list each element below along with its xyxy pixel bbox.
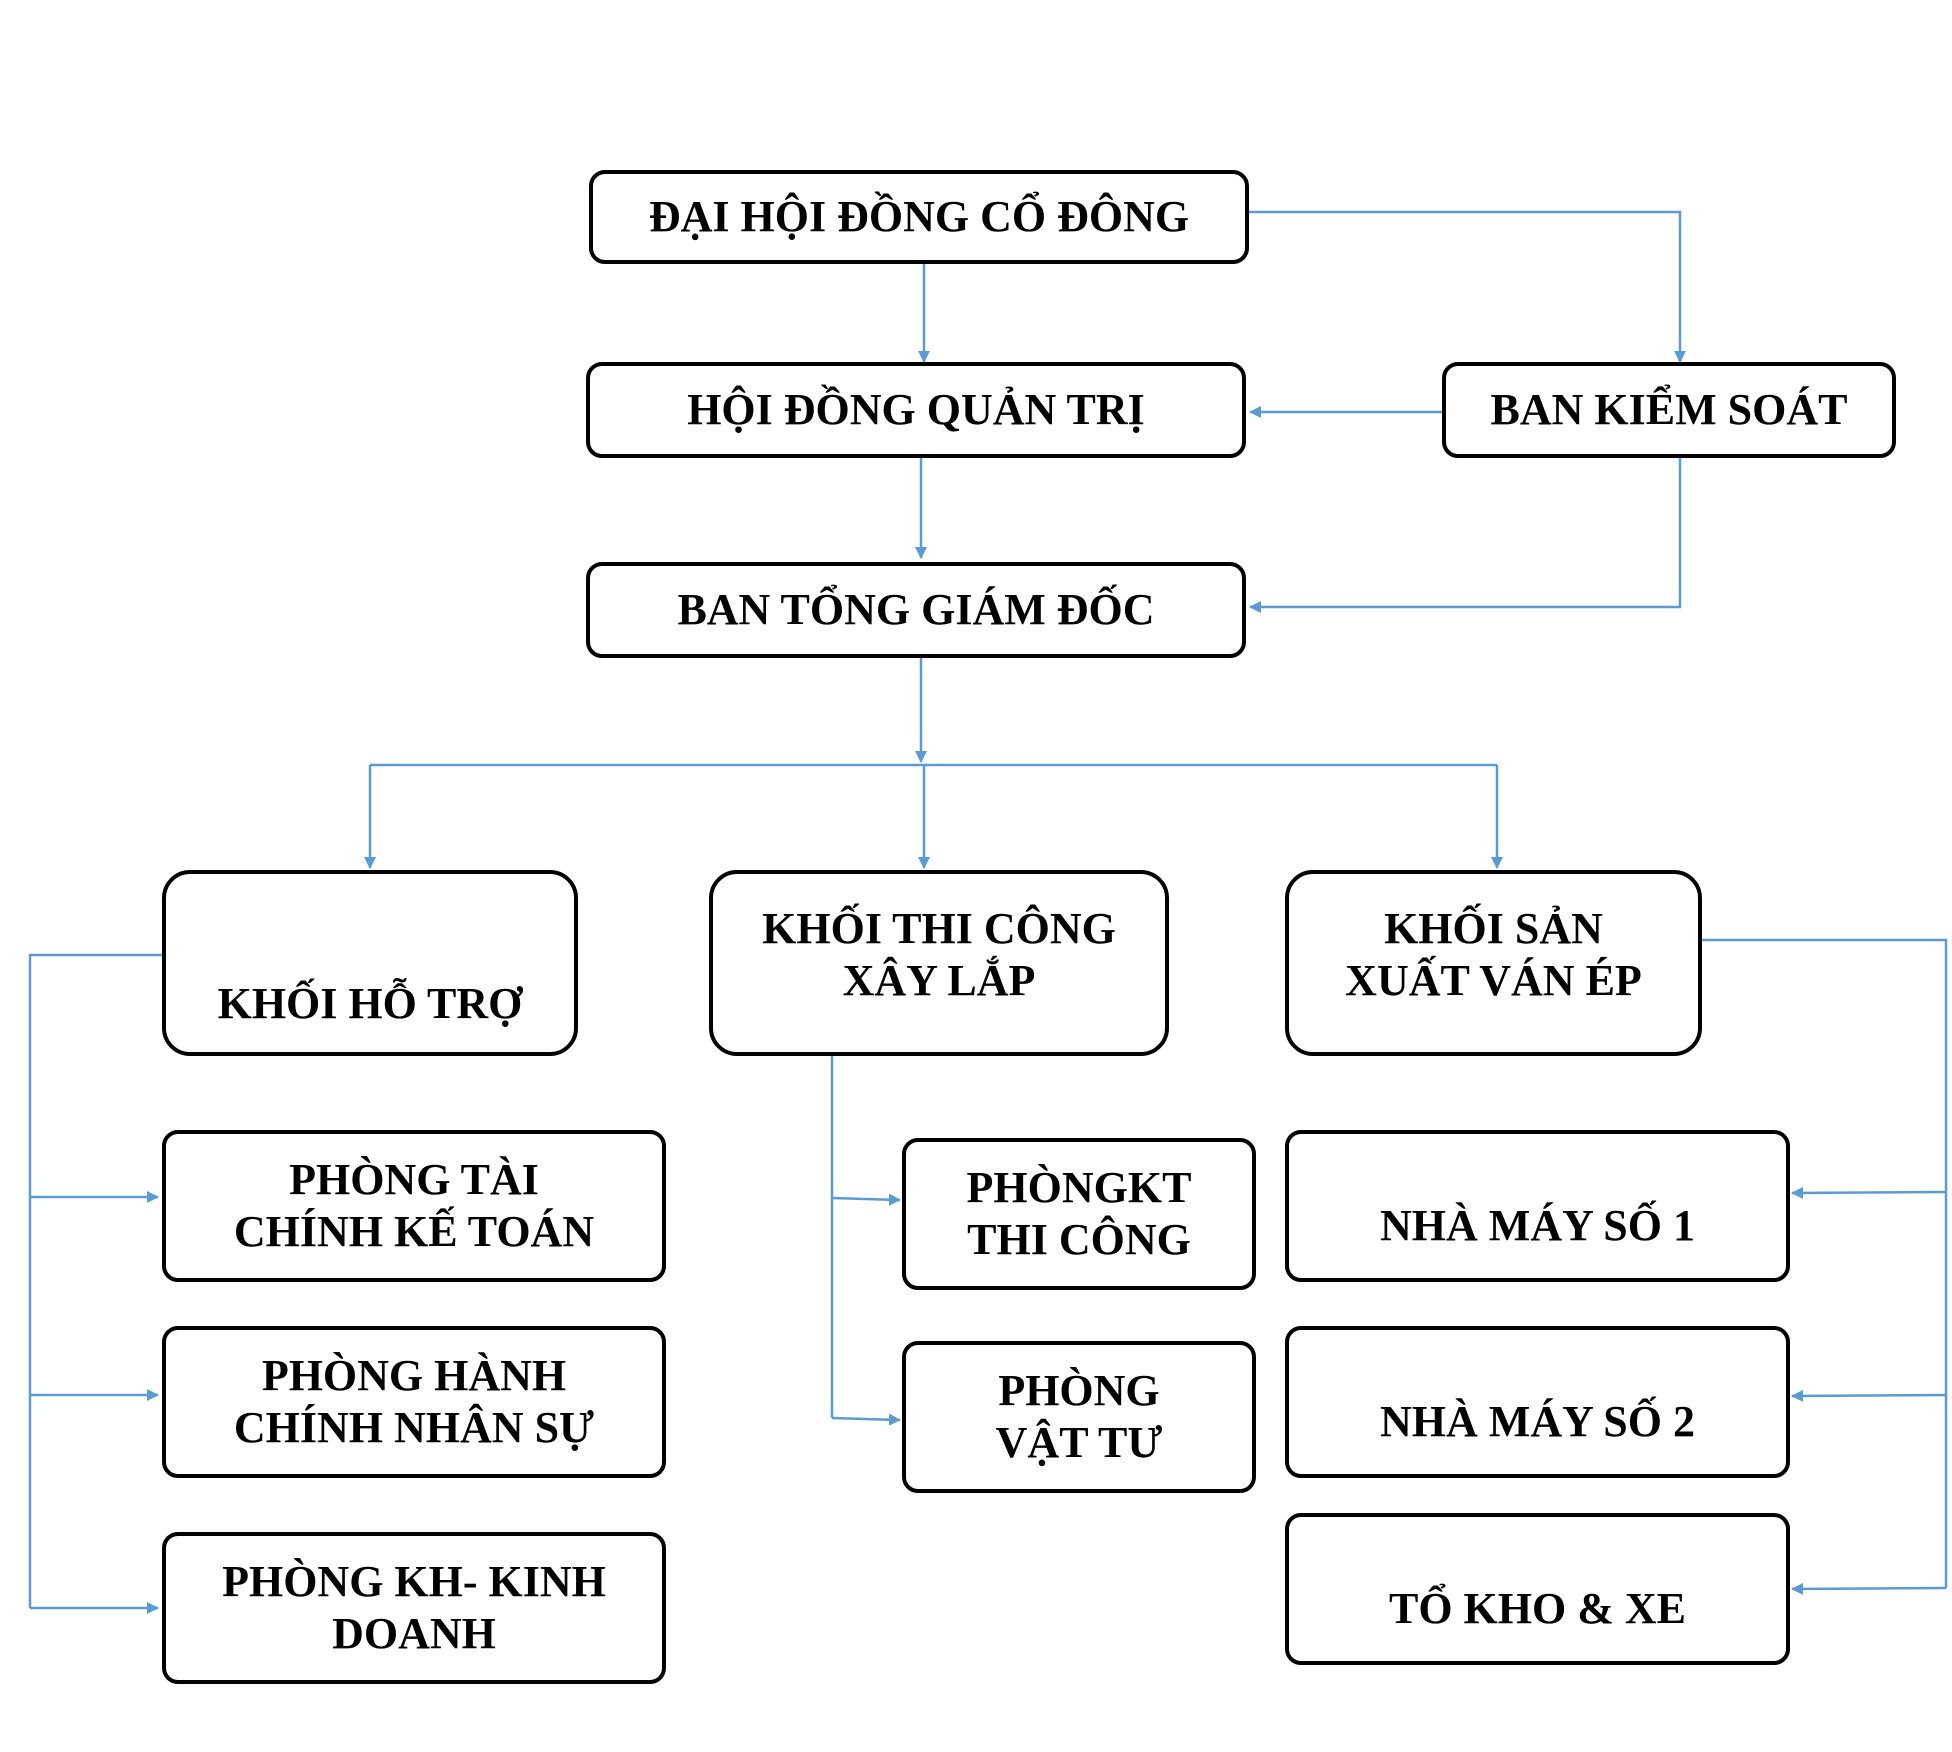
node-label-line-1: PHÒNG KH- KINH <box>222 1557 606 1606</box>
node-label-line-2: XÂY LẮP <box>842 956 1036 1005</box>
node-to-kho-xe: TỔ KHO & XE <box>1285 1513 1790 1665</box>
node-hoi-dong-quan-tri: HỘI ĐỒNG QUẢN TRỊ <box>586 362 1246 458</box>
node-khoi-ho-tro: KHỐI HỖ TRỢ <box>162 870 578 1056</box>
node-label-line-1: KHỐI THI CÔNG <box>762 904 1116 953</box>
node-label: NHÀ MÁY SỐ 2 <box>1380 1397 1695 1446</box>
node-label: ĐẠI HỘI ĐỒNG CỔ ĐÔNG <box>648 192 1190 241</box>
node-phong-kh-kinh-doanh: PHÒNG KH- KINH DOANH <box>162 1532 666 1684</box>
edge-bks-to-btgd <box>1249 458 1682 613</box>
node-label-line-1: PHÒNG <box>998 1366 1160 1415</box>
node-label-line-2: THI CÔNG <box>967 1215 1191 1264</box>
edge-to-nha-may-2 <box>1791 1389 1947 1402</box>
node-ban-tong-giam-doc: BAN TỔNG GIÁM ĐỐC <box>586 562 1246 658</box>
node-phong-vat-tu: PHÒNG VẬT TƯ <box>902 1341 1256 1493</box>
node-label: TỔ KHO & XE <box>1388 1584 1687 1633</box>
node-label-line-2: DOANH <box>332 1609 496 1658</box>
node-label-line-1: PHÒNGKT <box>966 1163 1192 1212</box>
node-label: BAN KIỂM SOÁT <box>1490 385 1848 434</box>
node-phong-tai-chinh-ke-toan: PHÒNG TÀI CHÍNH KẾ TOÁN <box>162 1130 666 1282</box>
node-label-line-2: CHÍNH NHÂN SỰ <box>233 1403 595 1452</box>
node-label: BAN TỔNG GIÁM ĐỐC <box>677 585 1155 634</box>
node-label-line-2: VẬT TƯ <box>995 1418 1163 1467</box>
edge-khoi-ho-tro-spine <box>28 953 162 1608</box>
node-nha-may-so-1: NHÀ MÁY SỐ 1 <box>1285 1130 1790 1282</box>
edge-to-to-kho-xe <box>1791 1582 1947 1595</box>
node-phong-kt-thi-cong: PHÒNGKT THI CÔNG <box>902 1138 1256 1290</box>
node-ban-kiem-soat: BAN KIỂM SOÁT <box>1442 362 1896 458</box>
node-khoi-thi-cong-xay-lap: KHỐI THI CÔNG XÂY LẮP <box>709 870 1169 1056</box>
node-dai-hoi-dong-co-dong: ĐẠI HỘI ĐỒNG CỔ ĐÔNG <box>589 170 1249 264</box>
node-khoi-san-xuat-van-ep: KHỐI SẢN XUẤT VÁN ÉP <box>1285 870 1702 1056</box>
node-label: HỘI ĐỒNG QUẢN TRỊ <box>687 385 1145 434</box>
node-label-line-2: XUẤT VÁN ÉP <box>1345 956 1642 1005</box>
node-label-line-1: PHÒNG HÀNH <box>261 1351 567 1400</box>
node-label: NHÀ MÁY SỐ 1 <box>1380 1201 1695 1250</box>
node-label: KHỐI HỖ TRỢ <box>217 979 523 1028</box>
node-label-line-1: PHÒNG TÀI <box>289 1155 539 1204</box>
node-label-line-2: CHÍNH KẾ TOÁN <box>233 1207 595 1256</box>
node-label-line-1: KHỐI SẢN <box>1384 904 1603 953</box>
node-phong-hanh-chinh-nhan-su: PHÒNG HÀNH CHÍNH NHÂN SỰ <box>162 1326 666 1478</box>
node-nha-may-so-2: NHÀ MÁY SỐ 2 <box>1285 1326 1790 1478</box>
edge-to-phong-kt-thi-cong <box>831 1193 901 1206</box>
edge-dhdcd-to-bks <box>1249 210 1686 363</box>
edge-to-phong-vat-tu <box>831 1413 901 1426</box>
edge-to-nha-may-1 <box>1791 1186 1947 1199</box>
